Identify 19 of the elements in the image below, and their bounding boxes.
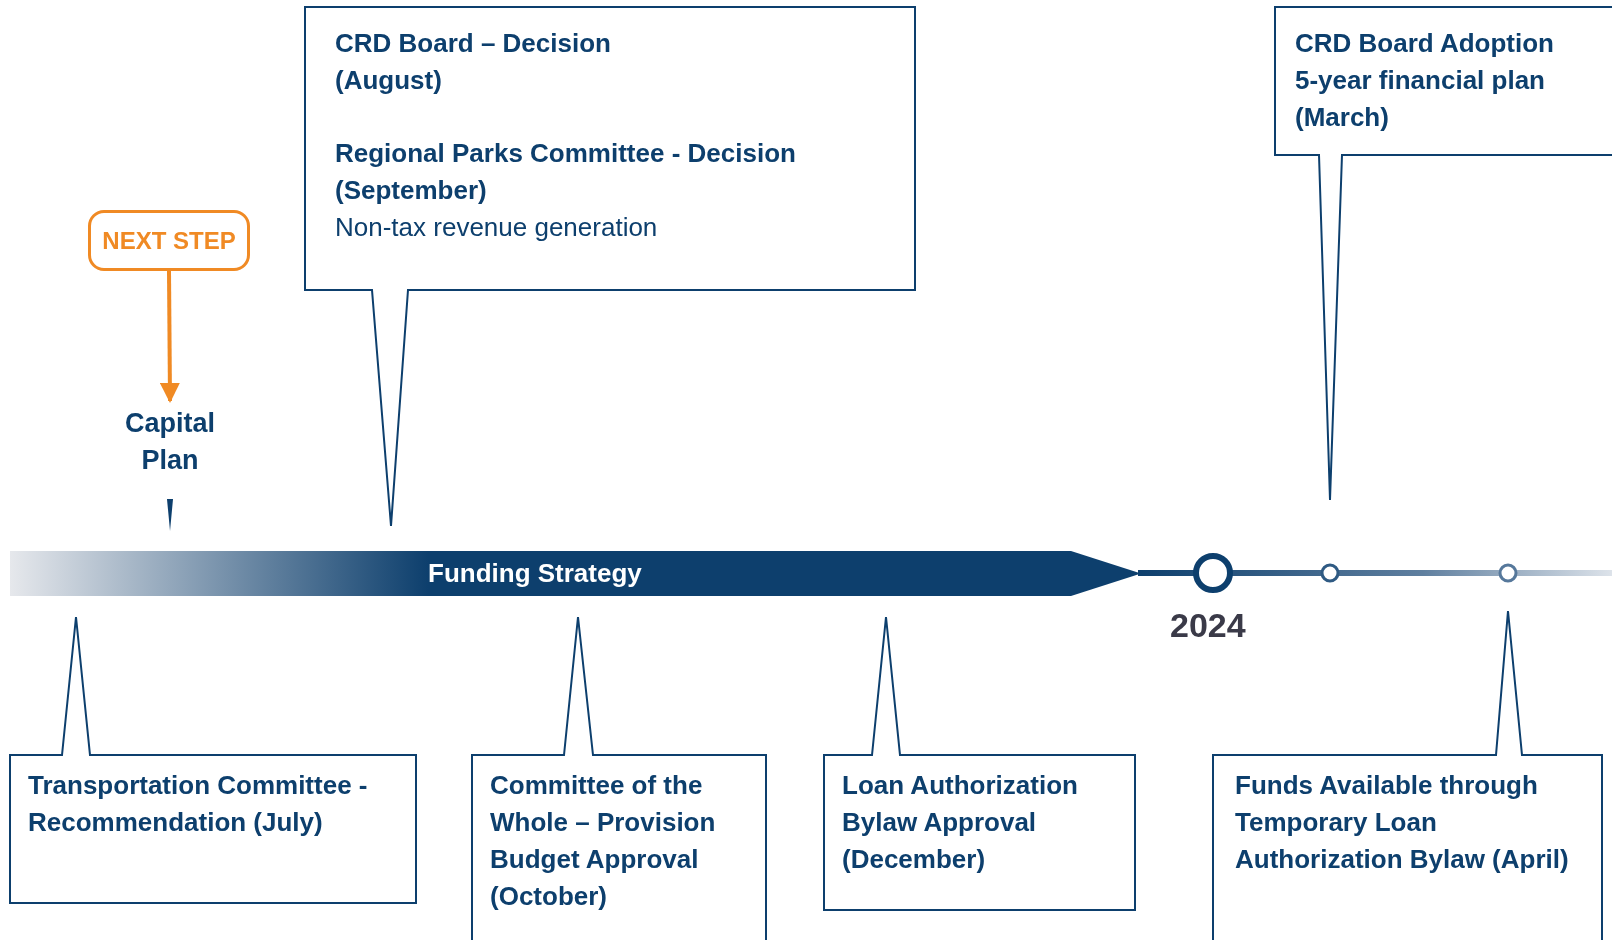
- callout-box: [824, 617, 1135, 910]
- callout-box: [10, 617, 416, 903]
- callout-box: [472, 617, 766, 940]
- milestone-label: Capital Plan: [100, 405, 240, 479]
- funding-strategy-bar: [10, 551, 1141, 596]
- bar-label: Funding Strategy: [428, 558, 642, 589]
- callout-text: Loan Authorization Bylaw Approval (December): [842, 769, 1079, 876]
- next-step-tag: NEXT STEP: [88, 210, 250, 271]
- arrow: [159, 271, 180, 403]
- year-label: 2024: [1170, 606, 1246, 645]
- callout-text: CRD Board – Decision (August): [335, 27, 612, 97]
- callout-text: Funds Available through Temporary Loan Authorization Bylaw (April): [1235, 769, 1570, 876]
- callout-text: CRD Board Adoption 5-year financial plan (March): [1295, 27, 1555, 134]
- callout-text: Committee of the Whole – Provision Budget Approval (October): [490, 769, 717, 913]
- callout-text: Non-tax revenue generation: [335, 211, 659, 244]
- callout-box: [1275, 7, 1612, 500]
- callout-text: Transportation Committee - Recommendation (July): [28, 769, 369, 839]
- callout-text: Regional Parks Committee - Decision (September): [335, 137, 797, 207]
- callout-box: [305, 7, 915, 526]
